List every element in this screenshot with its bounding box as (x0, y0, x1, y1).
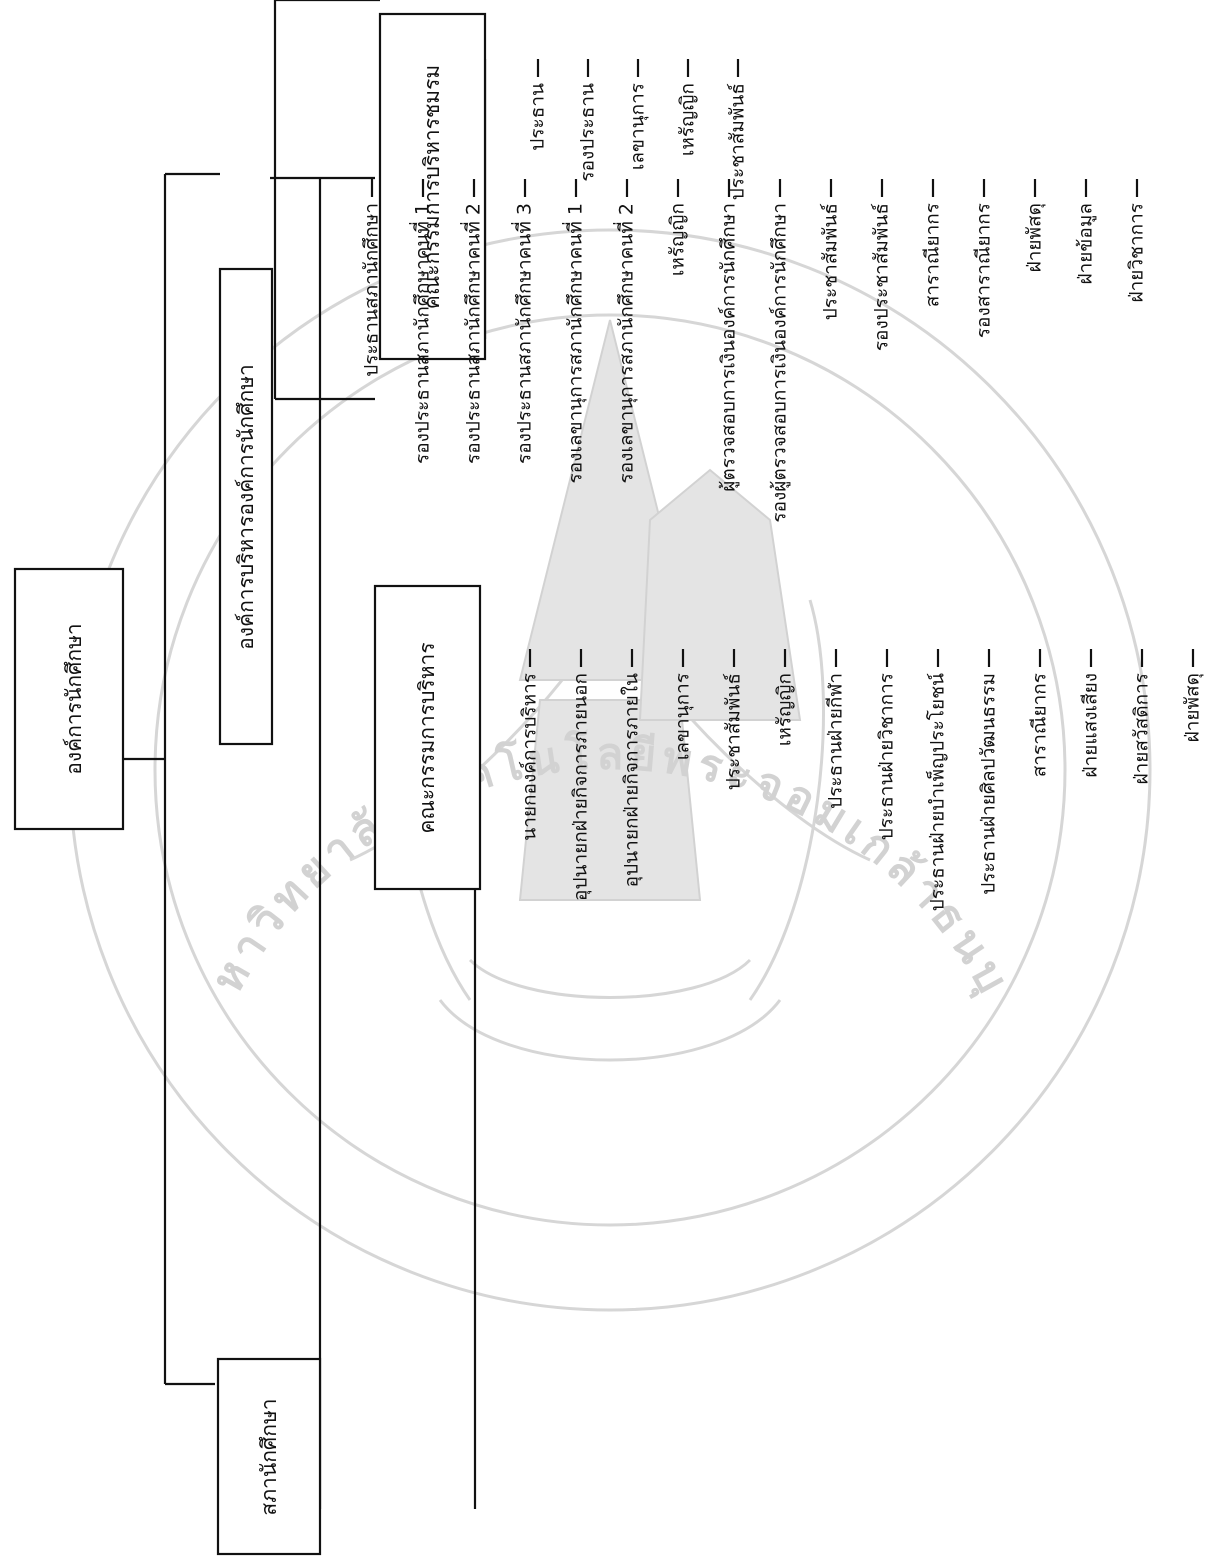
club-committee-members: ประธาน รองประธาน เลขานุการ เหรัญญิก ประชาสัม… (527, 59, 749, 200)
council-member-label: รองประชาสัมพันธ์ (871, 203, 893, 351)
council-member-label: รองเลขานุการสภานักศึกษาคนที่ 1 (562, 203, 588, 483)
council-member-label: ผู้ตรวจสอบการเงินองค์การนักศึกษา (718, 203, 740, 492)
club-member-label: รองประธาน (577, 83, 599, 182)
executive-member-label: ประธานฝ่ายวิชาการ (876, 673, 898, 840)
council-member-label: รองสาราณียากร (973, 203, 995, 338)
council-label: สภานักศึกษา (257, 1398, 281, 1515)
council-member-label: สาราณียากร (922, 203, 944, 307)
executive-member-label: นายกองค์การบริหาร (519, 673, 541, 841)
club-member-label: ประธาน (527, 83, 549, 151)
council-box (216, 1357, 322, 1556)
council-member-label: รองผู้ตรวจสอบการเงินองค์การนักศึกษา (769, 203, 791, 523)
club-member-label: ประชาสัมพันธ์ (727, 83, 749, 200)
council-member-label: ฝ่ายพัสดุ (1024, 203, 1047, 272)
executive-member-label: อุปนายกฝ่ายกิจการภายนอก (570, 673, 593, 901)
council-member-label: ประธานสภานักศึกษา (361, 203, 383, 377)
club-member-label: เลขานุการ (627, 83, 650, 170)
root-label: องค์การนักศึกษา (62, 623, 86, 774)
council-member-label: ประชาสัมพันธ์ (820, 203, 842, 320)
executive-member-label: ประธานฝ่ายศิลปวัฒนธรรม (978, 673, 1000, 895)
council-member-label: รองประธานสภานักศึกษาคนที่ 2 (460, 203, 485, 464)
watermark-text: มหาวิทยาลัยเทคโนโลยีพระจอมเกล้าธนบุรี (0, 0, 1015, 1007)
executive-label: คณะกรรมการบริหาร (415, 642, 439, 833)
executive-member-label: ฝ่ายพัสดุ (1182, 673, 1205, 742)
executive-member-label: สาราณียากร (1029, 673, 1051, 777)
executive-member-label: อุปนายกฝ่ายกิจการภายใน (621, 673, 644, 887)
council-member-label: เหรัญญิก (667, 203, 689, 276)
council-member-label: รองประธานสภานักศึกษาคนที่ 3 (511, 203, 536, 464)
executive-member-label: เลขานุการ (672, 673, 695, 760)
clubs-box (378, 12, 487, 361)
council-member-label: ฝ่ายวิชาการ (1126, 203, 1148, 303)
council-member-label: รองเลขานุการสภานักศึกษาคนที่ 2 (613, 203, 639, 483)
svg-text:มหาวิทยาลัยเทคโนโลยีพระจอมเกล้: มหาวิทยาลัยเทคโนโลยีพระจอมเกล้าธนบุรี (0, 0, 1015, 1007)
executive-box (373, 584, 482, 891)
executive-member-label: ฝ่ายแสงเสียง (1080, 673, 1102, 778)
admin-org-box (218, 267, 274, 746)
admin-org-label: องค์การบริหารองค์การนักศึกษา (234, 364, 258, 650)
executive-member-label: เหรัญญิก (774, 673, 796, 746)
council-member-label: ฝ่ายข้อมูล (1075, 203, 1097, 285)
executive-member-label: ฝ่ายสวัสดิการ (1131, 673, 1153, 785)
club-member-label: เหรัญญิก (677, 83, 699, 156)
council-members: ประธานสภานักศึกษา รองประธานสภานักศึกษาคนท… (361, 179, 1148, 523)
executive-members: นายกองค์การบริหาร อุปนายกฝ่ายกิจการภายนอก… (519, 649, 1205, 911)
executive-member-label: ประชาสัมพันธ์ (723, 673, 745, 790)
council-member-label: รองประธานสภานักศึกษาคนที่ 1 (409, 203, 434, 464)
executive-member-label: ประธานฝ่ายบำเพ็ญประโยชน์ (925, 673, 949, 912)
executive-member-label: ประธานฝ่ายกีฬา (825, 673, 847, 809)
root-box (13, 567, 125, 831)
connector-to-clubs (273, 0, 375, 180)
